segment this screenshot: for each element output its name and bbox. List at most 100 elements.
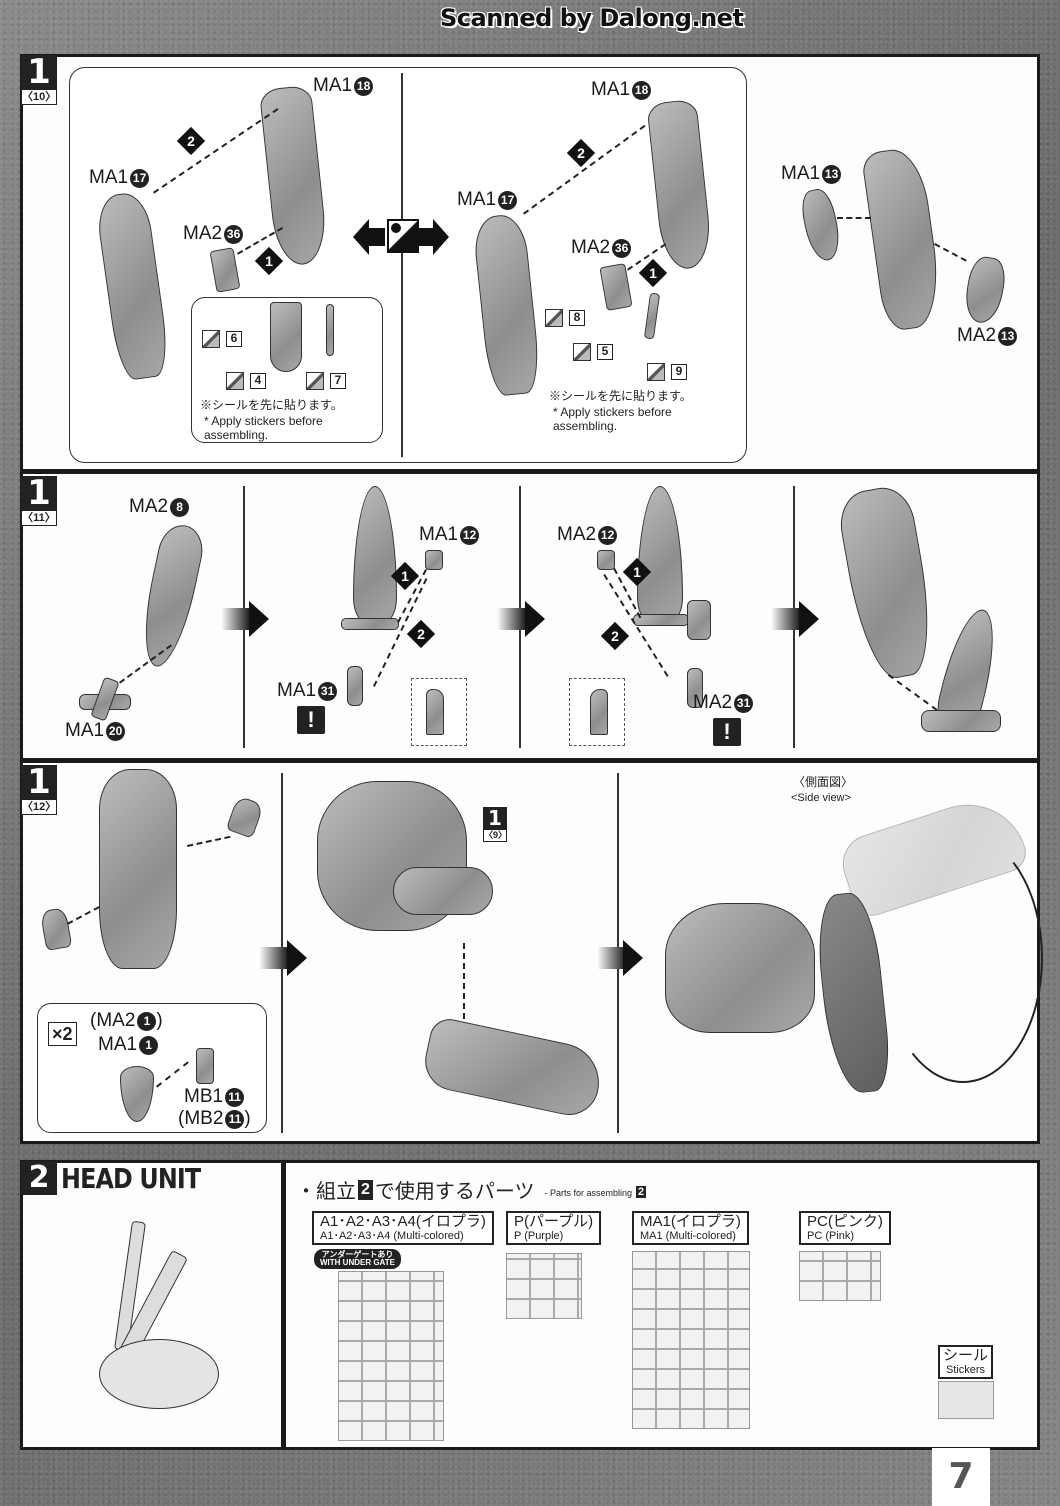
sticker-icon <box>202 330 220 348</box>
next-arrow-stem <box>221 608 251 630</box>
step-title: HEAD UNIT <box>61 1161 201 1195</box>
order-marker-1-b: 1 <box>638 258 668 288</box>
sticker-ref-6: 6 <box>202 330 242 348</box>
sticker-ref-7: 7 <box>306 372 346 390</box>
next-arrow-stem <box>771 608 801 630</box>
part-ma1-1 <box>120 1066 154 1122</box>
part-ma1-31 <box>347 666 363 706</box>
part-thruster <box>687 600 711 640</box>
step-2-parts-panel: ・組立 2 で使用するパーツ - Parts for assembling 2 … <box>283 1160 1040 1450</box>
assembled-shield <box>860 145 946 333</box>
sticker-icon <box>545 309 563 327</box>
sticker-ref-9: 9 <box>647 363 687 381</box>
parts-heading: ・組立 2 で使用するパーツ - Parts for assembling 2 <box>296 1179 647 1203</box>
head-unit-dome <box>99 1339 219 1409</box>
warning-icon: ! <box>297 706 325 734</box>
step-badge: 1 〈10〉 <box>21 55 57 105</box>
step-badge: 1 〈12〉 <box>21 765 57 815</box>
booster-assembly <box>419 1015 607 1121</box>
part-ma2-12 <box>597 550 615 570</box>
mobile-armor-frame <box>393 867 493 915</box>
step-number: 2 <box>21 1161 57 1195</box>
order-marker-1: 1 <box>254 246 284 276</box>
step-2-head-unit-panel: 2 HEAD UNIT <box>20 1160 284 1450</box>
sticker-icon <box>306 372 324 390</box>
runner-label-a: A1･A2･A3･A4(イロプラ) A1･A2･A3･A4 (Multi-col… <box>312 1211 494 1245</box>
step-number: 1 <box>21 55 57 89</box>
part-nose <box>637 486 683 626</box>
fin-right <box>225 795 265 839</box>
step-reference: 〈10〉 <box>21 89 57 105</box>
under-gate-badge: アンダーゲートあり WITH UNDER GATE <box>314 1249 401 1269</box>
assembly-arrow-ma2-13 <box>934 243 967 262</box>
page-number: 7 <box>932 1448 990 1506</box>
next-arrow-icon <box>249 601 269 637</box>
watermark: Scanned by Dalong.net <box>440 4 744 32</box>
sticker-ref-8: 8 <box>545 309 585 327</box>
part-nose <box>353 486 397 626</box>
part-ma2-8 <box>134 520 208 672</box>
order-marker-2: 2 <box>406 619 436 649</box>
step-reference: 〈12〉 <box>21 799 57 815</box>
assembly-arrow-ma1-13 <box>837 217 871 219</box>
side-view-label-en: <Side view> <box>791 792 851 804</box>
step-number: 1 <box>21 765 57 799</box>
variant-container <box>69 67 747 463</box>
variant-divider <box>401 73 403 457</box>
orientation-detail <box>411 678 467 746</box>
assembled-booster <box>99 769 177 969</box>
next-arrow-stem <box>497 608 527 630</box>
part-ma1-13 <box>797 186 845 264</box>
step-badge: 1 〈11〉 <box>21 476 57 526</box>
runner-ma1-diagram <box>632 1251 750 1429</box>
part-ma1-12 <box>425 550 443 570</box>
runner-label-ma1: MA1(イロプラ) MA1 (Multi-colored) <box>632 1211 749 1245</box>
sticker-icon <box>573 343 591 361</box>
orientation-part <box>590 689 608 735</box>
part-detail-blade <box>326 304 334 356</box>
sticker-icon <box>647 363 665 381</box>
order-marker-2: 2 <box>176 126 206 156</box>
step-2-title: 2 HEAD UNIT <box>21 1161 225 1195</box>
next-arrow-icon <box>287 940 307 976</box>
runner-pc-diagram <box>799 1251 881 1301</box>
assembled-thruster <box>921 710 1001 732</box>
part-ma2-31 <box>687 668 703 708</box>
next-arrow-icon <box>799 601 819 637</box>
order-marker-2-b: 2 <box>566 138 596 168</box>
next-arrow-icon <box>623 940 643 976</box>
order-marker-2: 2 <box>600 621 630 651</box>
assembly-arrow <box>119 644 172 684</box>
reference-badge: 1 〈9〉 <box>483 806 508 842</box>
stickers-label: シール Stickers <box>938 1345 994 1379</box>
runner-p-diagram <box>506 1253 582 1319</box>
rotation-arrow-icon <box>883 833 1043 1083</box>
assembly-arrow <box>187 835 231 847</box>
step-number: 1 <box>21 476 57 510</box>
runner-label-pc: PC(ピンク) PC (Pink) <box>799 1211 891 1245</box>
assembly-arrow <box>156 1061 189 1088</box>
runner-a-diagram <box>338 1271 444 1441</box>
orientation-detail <box>569 678 625 746</box>
sticker-ref-4: 4 <box>226 372 266 390</box>
